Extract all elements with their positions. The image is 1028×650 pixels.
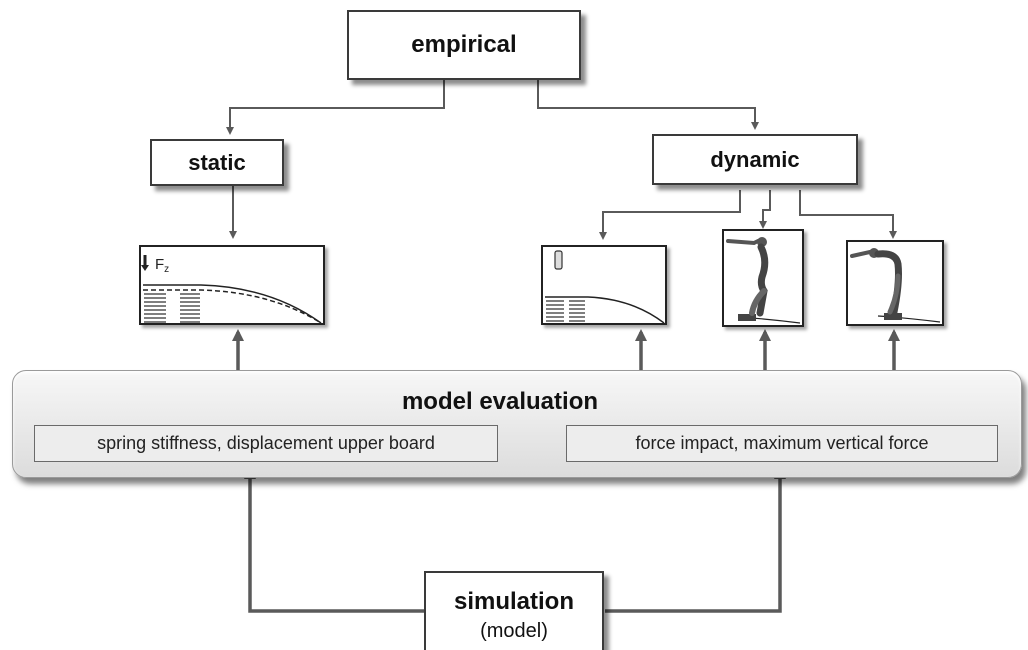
arrow-dynamic-figure1 — [599, 190, 741, 240]
simulation-sublabel: (model) — [480, 620, 548, 642]
empirical-label: empirical — [411, 31, 517, 58]
empirical-node: empirical — [347, 10, 581, 80]
diver-takeoff-drawing — [726, 237, 801, 324]
dynamic-board-figure — [541, 245, 667, 325]
force-subscript: z — [164, 264, 169, 275]
static-parameters: spring stiffness, displacement upper boa… — [34, 425, 498, 462]
static-board-drawing: Fz — [141, 255, 322, 324]
dynamic-node: dynamic — [652, 134, 858, 185]
static-board-figure: Fz — [139, 245, 325, 325]
dynamic-parameters-text: force impact, maximum vertical force — [635, 433, 929, 453]
arrow-sim-static — [244, 467, 425, 613]
dynamic-board-drawing — [545, 250, 665, 324]
dynamic-label: dynamic — [710, 146, 800, 172]
arrow-dynamic-figure2 — [759, 190, 771, 229]
force-label: F — [155, 256, 164, 273]
diver-flight-drawing — [850, 248, 941, 323]
arrow-sim-dynamic — [605, 467, 786, 613]
arrow-empirical-static — [226, 80, 445, 135]
static-label: static — [188, 149, 246, 175]
arrow-dynamic-figure3 — [799, 190, 897, 239]
static-parameters-text: spring stiffness, displacement upper boa… — [97, 433, 435, 453]
simulation-node: simulation (model) — [424, 571, 604, 650]
diver-takeoff-figure — [722, 229, 804, 327]
dynamic-parameters: force impact, maximum vertical force — [566, 425, 998, 462]
model-evaluation-title: model evaluation — [401, 388, 599, 415]
diver-flight-figure — [846, 240, 944, 326]
static-node: static — [150, 139, 284, 186]
svg-text:Fz: Fz — [155, 256, 169, 275]
simulation-label: simulation — [453, 588, 574, 615]
arrow-empirical-dynamic — [537, 80, 759, 130]
